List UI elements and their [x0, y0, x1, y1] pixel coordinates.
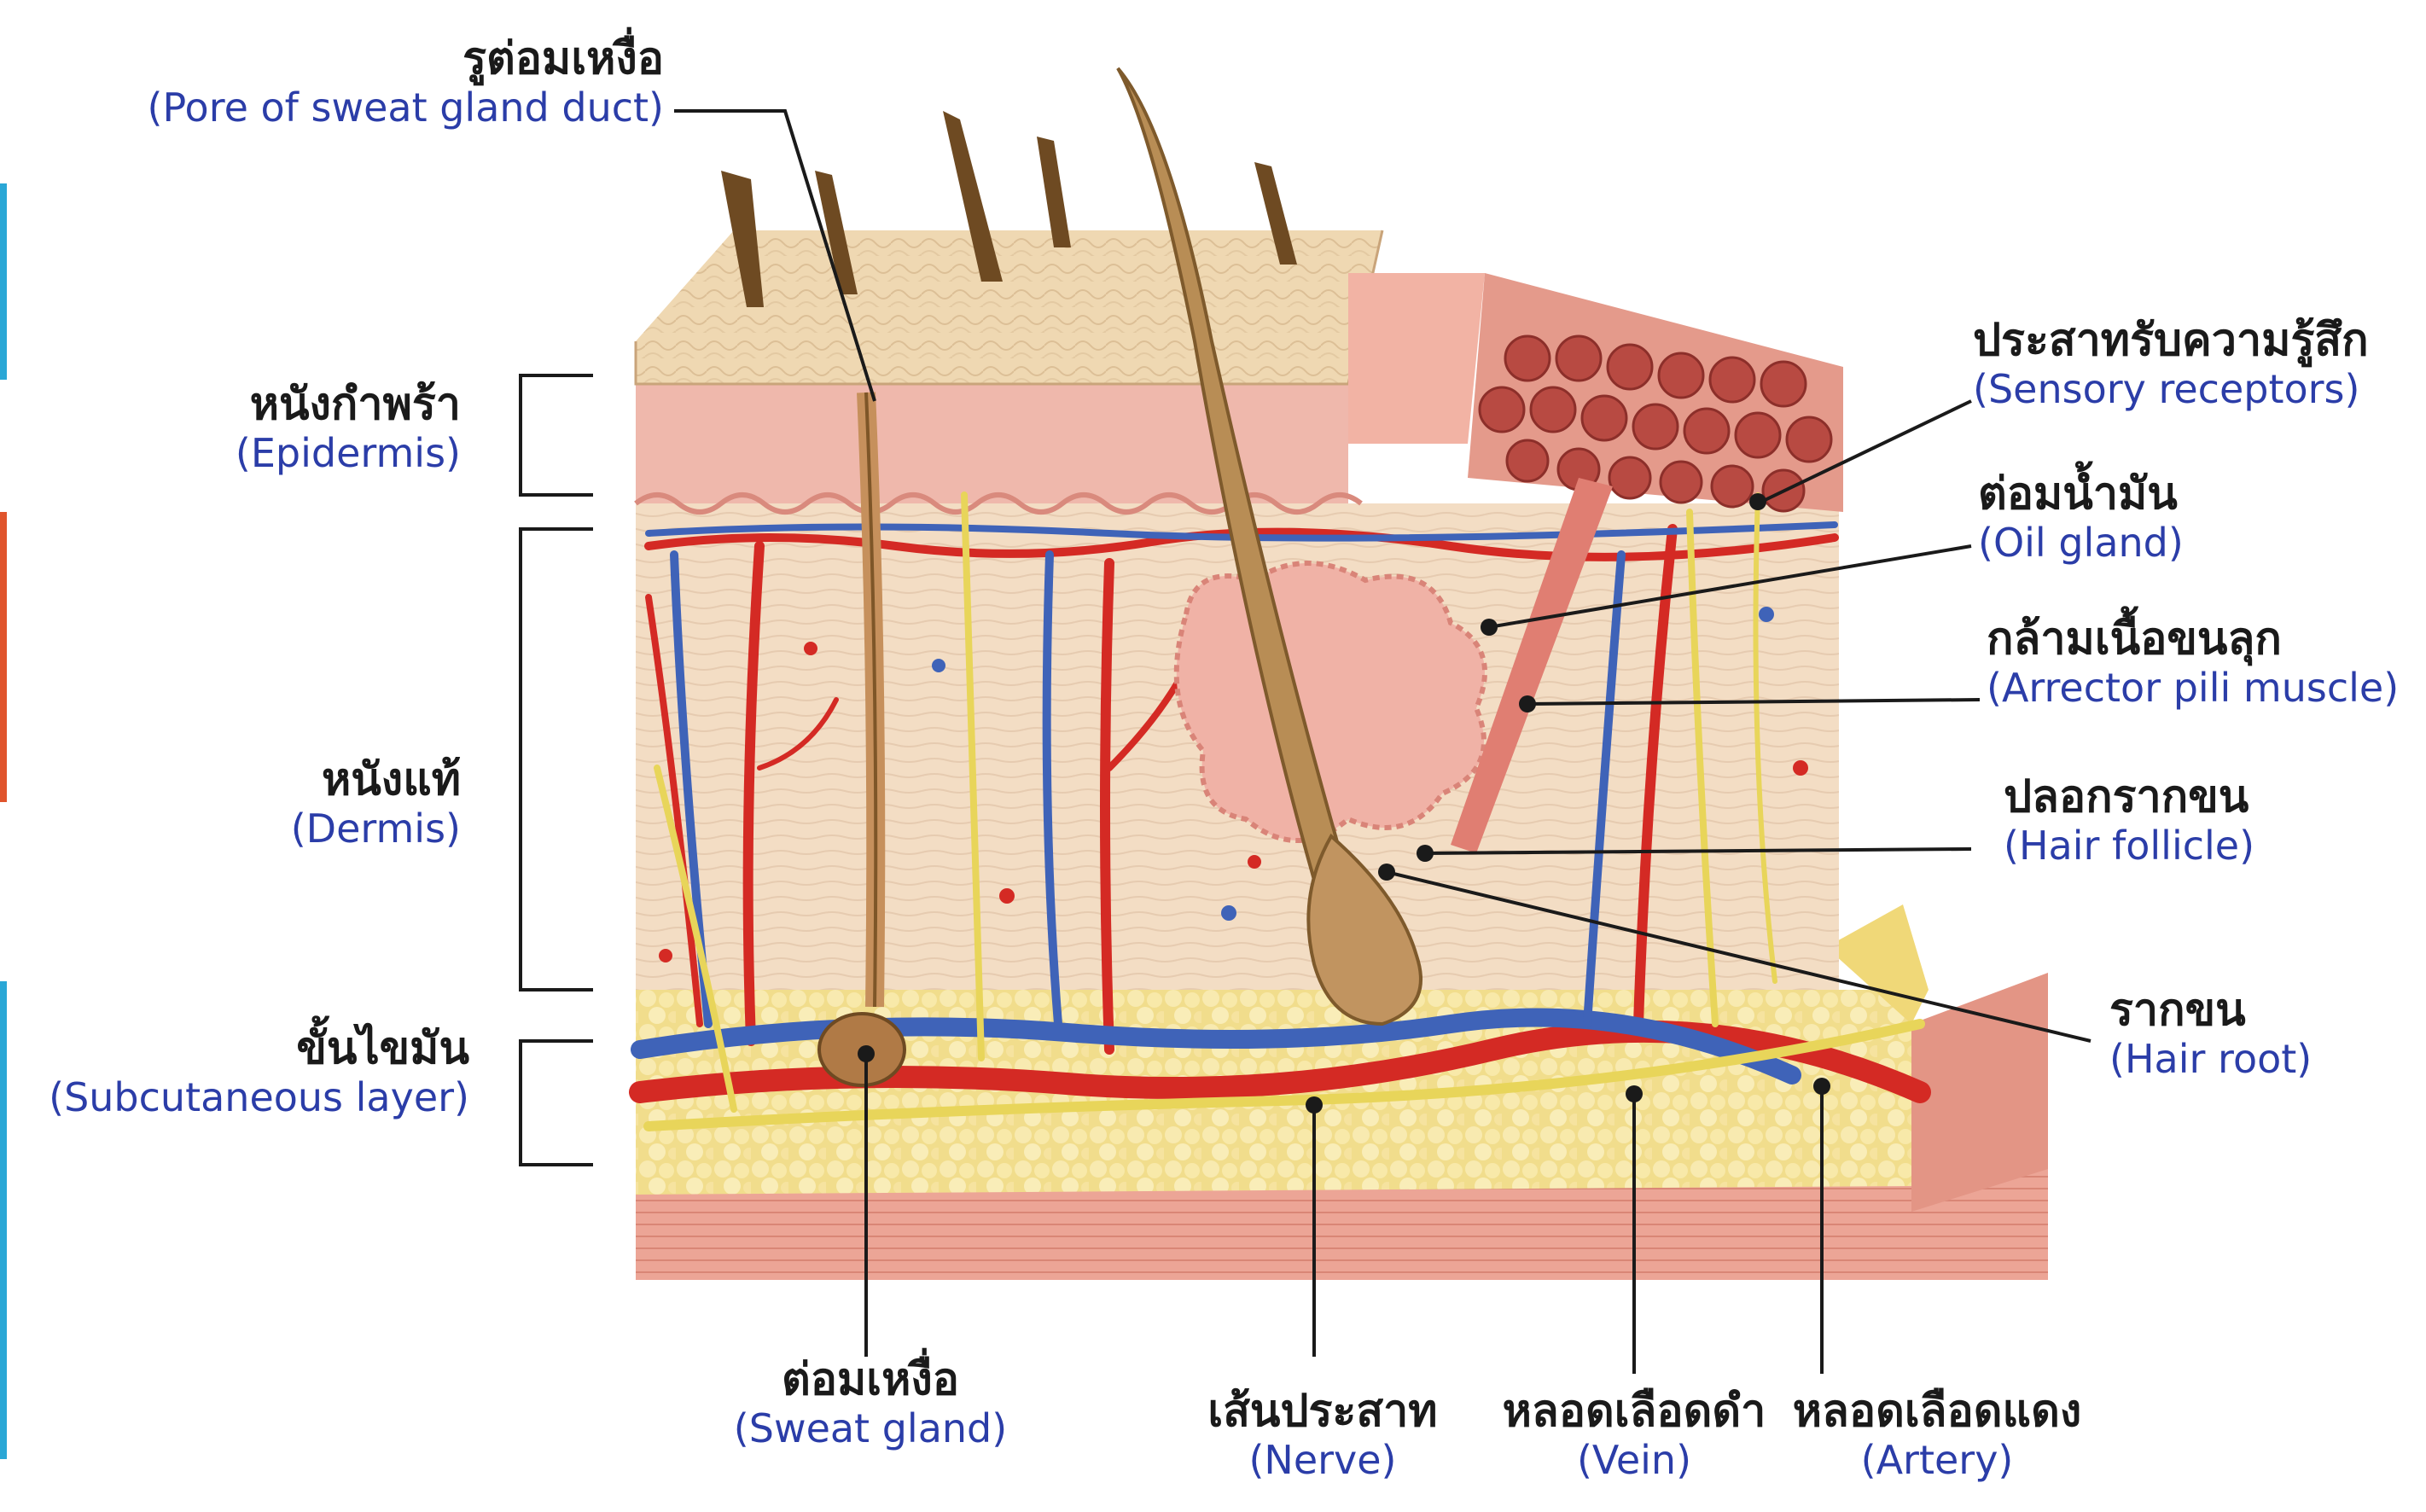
label-sweat-thai: ต่อมเหงื่อ: [725, 1355, 1015, 1406]
label-dermis-english: (Dermis): [291, 806, 461, 852]
label-vein: หลอดเลือดดำ (Vein): [1489, 1387, 1779, 1483]
label-sensory-receptors: ประสาทรับความรู้สึก (Sensory receptors): [1973, 316, 2369, 412]
label-vein-thai: หลอดเลือดดำ: [1489, 1387, 1779, 1438]
label-pore-thai: รูต่อมเหงื่อ: [148, 34, 664, 85]
label-oil-english: (Oil gland): [1978, 520, 2184, 566]
label-arrector-thai: กล้ามเนื้อขนลุก: [1987, 614, 2399, 666]
label-nerve: เส้นประสาท (Nerve): [1195, 1387, 1451, 1483]
left-edge-accent-top: [0, 183, 7, 380]
label-sweat-english: (Sweat gland): [725, 1406, 1015, 1451]
label-dermis-thai: หนังแท้: [291, 755, 461, 806]
label-epidermis-english: (Epidermis): [236, 431, 461, 476]
label-hair-root: รากขน (Hair root): [2109, 986, 2312, 1082]
layer-brackets: [521, 375, 593, 1165]
label-pore-english: (Pore of sweat gland duct): [148, 85, 664, 131]
label-pore: รูต่อมเหงื่อ (Pore of sweat gland duct): [148, 34, 664, 131]
label-root-english: (Hair root): [2109, 1037, 2312, 1082]
label-artery-english: (Artery): [1775, 1438, 2099, 1483]
label-arrector-pili: กล้ามเนื้อขนลุก (Arrector pili muscle): [1987, 614, 2399, 711]
left-edge-accent-mid: [0, 512, 7, 802]
label-sensory-thai: ประสาทรับความรู้สึก: [1973, 316, 2369, 367]
label-sensory-english: (Sensory receptors): [1973, 367, 2369, 412]
label-artery-thai: หลอดเลือดแดง: [1775, 1387, 2099, 1438]
label-subcutaneous-english: (Subcutaneous layer): [49, 1075, 469, 1120]
label-nerve-thai: เส้นประสาท: [1195, 1387, 1451, 1438]
label-sweat-gland: ต่อมเหงื่อ (Sweat gland): [725, 1355, 1015, 1451]
label-follicle-thai: ปลอกรากขน: [2004, 772, 2254, 823]
label-arrector-english: (Arrector pili muscle): [1987, 666, 2399, 711]
label-vein-english: (Vein): [1489, 1438, 1779, 1483]
label-root-thai: รากขน: [2109, 986, 2312, 1037]
oil-gland: [1177, 563, 1485, 840]
left-edge-accent-bottom: [0, 981, 7, 1459]
label-epidermis-thai: หนังกำพร้า: [236, 380, 461, 431]
label-oil-thai: ต่อมน้ำมัน: [1978, 469, 2184, 520]
label-artery: หลอดเลือดแดง (Artery): [1775, 1387, 2099, 1483]
label-subcutaneous: ขั้นไขมัน (Subcutaneous layer): [49, 1024, 469, 1120]
label-subcutaneous-thai: ขั้นไขมัน: [49, 1024, 469, 1075]
label-dermis: หนังแท้ (Dermis): [291, 755, 461, 852]
label-epidermis: หนังกำพร้า (Epidermis): [236, 380, 461, 476]
label-follicle-english: (Hair follicle): [2004, 823, 2254, 869]
label-hair-follicle: ปลอกรากขน (Hair follicle): [2004, 772, 2254, 869]
label-nerve-english: (Nerve): [1195, 1438, 1451, 1483]
label-oil-gland: ต่อมน้ำมัน (Oil gland): [1978, 469, 2184, 566]
